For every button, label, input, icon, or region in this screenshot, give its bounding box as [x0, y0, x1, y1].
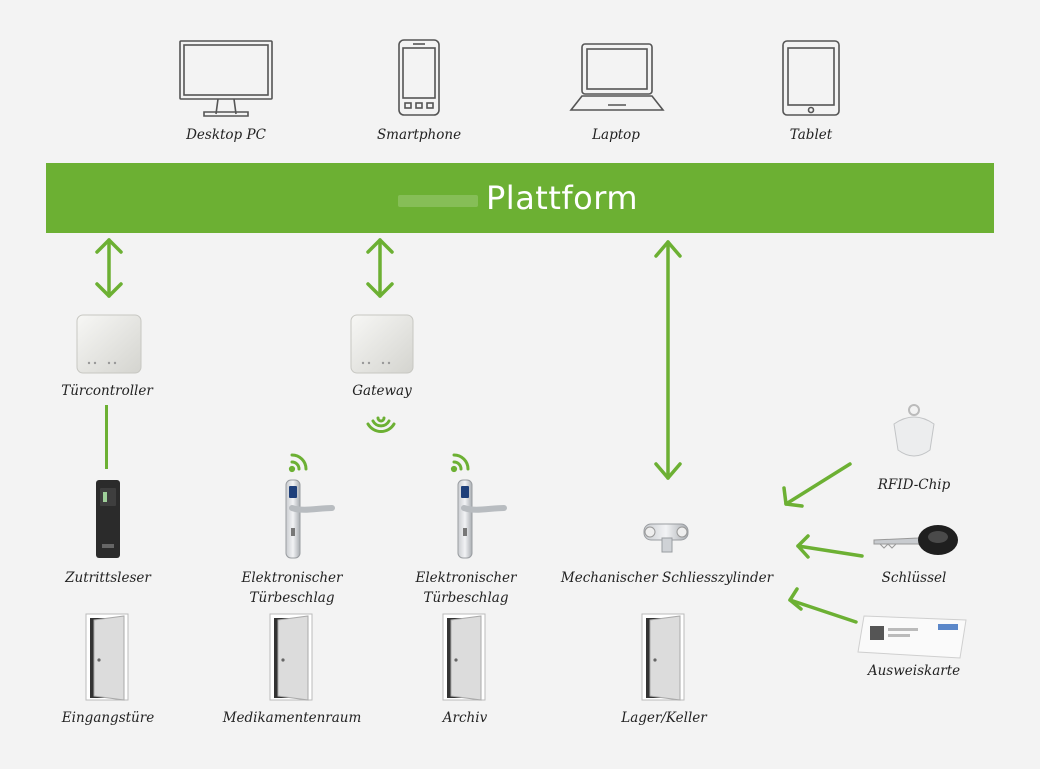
label-door-controller: Türcontroller — [61, 383, 153, 399]
label-fitting-2-line-1: Elektronischer — [415, 570, 517, 586]
wireless-signal-icon — [450, 453, 470, 473]
door-label-entrance: Eingangstüre — [61, 710, 155, 726]
laptop-icon — [569, 43, 665, 111]
desktop-monitor-icon — [179, 40, 273, 117]
label-card: Ausweiskarte — [867, 663, 961, 679]
wireless-signal-icon — [366, 416, 396, 434]
tablet-icon — [782, 40, 840, 116]
label-reader: Zutrittsleser — [65, 570, 151, 586]
label-fitting-2-line-2: Türbeschlag — [423, 590, 509, 606]
platform-banner — [46, 163, 994, 233]
electronic-fitting-device — [285, 479, 335, 559]
device-label-tablet: Tablet — [789, 127, 833, 143]
label-key: Schlüssel — [881, 570, 947, 586]
brand-logo — [398, 195, 478, 207]
open-door-icon — [442, 613, 486, 701]
platform-label: Plattform — [486, 179, 638, 217]
label-cylinder: Mechanischer Schliesszylinder — [560, 570, 774, 586]
smartphone-icon — [398, 39, 440, 116]
door-label-storage: Lager/Keller — [621, 710, 707, 726]
open-door-icon — [269, 613, 313, 701]
label-gateway: Gateway — [352, 383, 412, 399]
door-controller-device — [76, 314, 142, 374]
id-card-icon — [857, 615, 967, 659]
door-label-archive: Archiv — [442, 710, 488, 726]
wired-connection — [105, 405, 108, 469]
gateway-device — [350, 314, 414, 374]
door-label-medication: Medikamentenraum — [222, 710, 362, 726]
device-label-smartphone: Smartphone — [376, 127, 462, 143]
lock-cylinder-device — [643, 523, 689, 553]
device-label-desktop: Desktop PC — [186, 127, 266, 143]
open-door-icon — [85, 613, 129, 701]
device-label-laptop: Laptop — [592, 127, 640, 143]
rfid-chip-icon — [893, 404, 935, 457]
key-icon — [873, 525, 958, 555]
label-rfid: RFID-Chip — [877, 477, 951, 493]
electronic-fitting-device — [457, 479, 507, 559]
label-fitting-1-line-2: Türbeschlag — [249, 590, 335, 606]
wireless-signal-icon — [288, 453, 308, 473]
open-door-icon — [641, 613, 685, 701]
label-fitting-1-line-1: Elektronischer — [241, 570, 343, 586]
access-reader-device — [96, 480, 120, 558]
